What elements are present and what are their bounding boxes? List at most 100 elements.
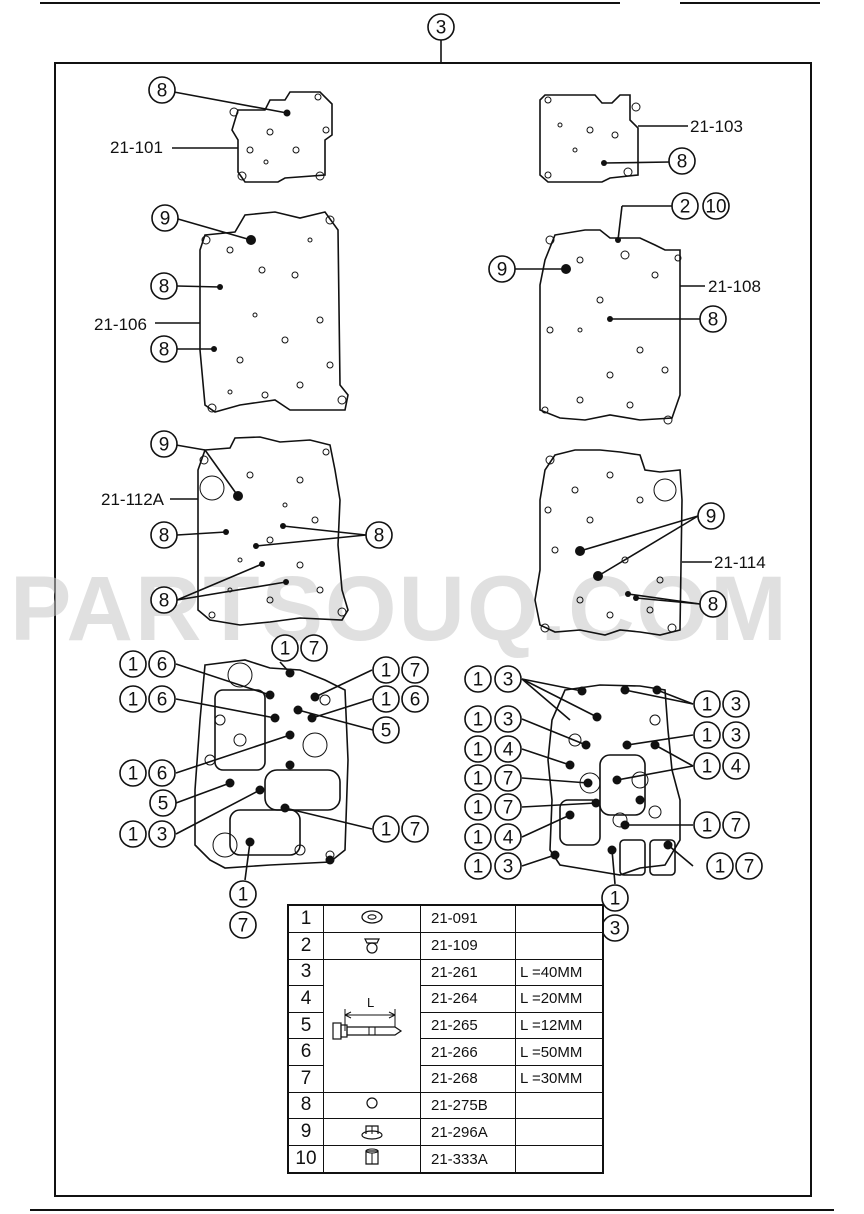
label-21-114: 21-114 bbox=[714, 553, 766, 572]
table-row: 6 21-266 L =50MM bbox=[287, 1038, 604, 1066]
svg-text:3: 3 bbox=[503, 710, 514, 731]
callout-1-7: 1 7 bbox=[667, 844, 763, 880]
callout-1-3: 1 3 bbox=[464, 665, 598, 721]
callout-1-4: 1 4 bbox=[464, 735, 571, 766]
callout-1-7: 1 7 bbox=[464, 764, 589, 792]
part-number: 21-265 bbox=[420, 1011, 516, 1040]
svg-text:3: 3 bbox=[503, 857, 514, 878]
callout-1-6: 1 6 bbox=[311, 685, 429, 719]
svg-text:2: 2 bbox=[680, 197, 691, 218]
svg-text:3: 3 bbox=[436, 18, 447, 39]
part-number: 21-266 bbox=[420, 1038, 516, 1066]
row-number: 2 bbox=[287, 931, 324, 960]
svg-text:3: 3 bbox=[731, 695, 742, 716]
row-number: 8 bbox=[287, 1091, 324, 1120]
svg-text:9: 9 bbox=[497, 260, 508, 281]
length-spec bbox=[515, 1145, 604, 1174]
parts-legend-table: 1 21-091 2 21-109 3 L bbox=[287, 904, 604, 1175]
part-number: 21-333A bbox=[420, 1145, 516, 1174]
label-21-103: 21-103 bbox=[690, 117, 743, 136]
length-spec bbox=[515, 1091, 604, 1120]
callout-1-6: 1 6 bbox=[119, 650, 271, 696]
label-21-106: 21-106 bbox=[94, 315, 147, 334]
length-spec: L =12MM bbox=[515, 1011, 604, 1040]
svg-text:7: 7 bbox=[410, 661, 421, 682]
row-number: 7 bbox=[287, 1064, 324, 1093]
row-number: 3 bbox=[287, 958, 324, 987]
svg-text:10: 10 bbox=[705, 197, 726, 218]
row-number: 9 bbox=[287, 1118, 324, 1147]
part-number: 21-261 bbox=[420, 958, 516, 987]
callout-9: 9 bbox=[579, 502, 725, 577]
svg-text:1: 1 bbox=[473, 670, 484, 691]
length-spec bbox=[515, 1118, 604, 1147]
svg-text:6: 6 bbox=[410, 690, 421, 711]
part-number: 21-275B bbox=[420, 1091, 516, 1120]
callout-1-6: 1 6 bbox=[119, 734, 291, 787]
svg-text:1: 1 bbox=[473, 710, 484, 731]
table-row: 3 L 21-261 L =40MM bbox=[287, 958, 604, 1093]
svg-text:8: 8 bbox=[708, 310, 719, 331]
svg-text:1: 1 bbox=[610, 889, 621, 910]
svg-text:1: 1 bbox=[280, 639, 291, 660]
length-spec: L =20MM bbox=[515, 985, 604, 1013]
hex-nut-icon bbox=[323, 1145, 421, 1174]
assembly-callout: 3 bbox=[427, 13, 455, 63]
callout-8: 8 bbox=[150, 335, 214, 363]
svg-text:9: 9 bbox=[706, 507, 717, 528]
callout-1-3: 1 3 bbox=[119, 789, 261, 848]
plate-21-108 bbox=[539, 229, 682, 425]
svg-text:8: 8 bbox=[157, 81, 168, 102]
svg-text:8: 8 bbox=[159, 591, 170, 612]
label-21-101: 21-101 bbox=[110, 138, 163, 157]
callout-9: 9 bbox=[488, 255, 566, 283]
svg-text:5: 5 bbox=[381, 721, 392, 742]
row-number: 1 bbox=[287, 904, 324, 933]
callout-1-4: 1 4 bbox=[464, 814, 571, 851]
svg-text:6: 6 bbox=[157, 690, 168, 711]
svg-text:7: 7 bbox=[238, 916, 249, 937]
callout-8: 8 bbox=[150, 563, 287, 614]
svg-text:8: 8 bbox=[677, 152, 688, 173]
svg-text:1: 1 bbox=[381, 820, 392, 841]
callout-9: 9 bbox=[150, 430, 239, 497]
svg-text:7: 7 bbox=[503, 769, 514, 790]
o-ring-icon bbox=[323, 904, 421, 933]
callout-5: 5 bbox=[297, 709, 400, 744]
table-row: 10 21-333A bbox=[287, 1145, 604, 1174]
svg-text:7: 7 bbox=[309, 639, 320, 660]
plate-21-103 bbox=[539, 94, 641, 183]
svg-text:9: 9 bbox=[160, 209, 171, 230]
valve-body-left bbox=[194, 659, 349, 869]
svg-text:1: 1 bbox=[473, 769, 484, 790]
callout-9: 9 bbox=[151, 204, 252, 241]
table-row: 4 21-264 L =20MM bbox=[287, 985, 604, 1013]
length-spec: L =30MM bbox=[515, 1064, 604, 1093]
callout-1-7: 1 7 bbox=[464, 793, 597, 821]
svg-text:7: 7 bbox=[731, 816, 742, 837]
part-number: 21-296A bbox=[420, 1118, 516, 1147]
watermark: PARTSOUQ.COM bbox=[10, 558, 789, 660]
check-ball-icon bbox=[323, 931, 421, 960]
table-row: 9 21-296A bbox=[287, 1118, 604, 1147]
svg-text:1: 1 bbox=[702, 757, 713, 778]
length-spec bbox=[515, 931, 604, 960]
row-number: 4 bbox=[287, 985, 324, 1013]
svg-text:8: 8 bbox=[159, 526, 170, 547]
callout-8: 8 bbox=[627, 590, 727, 618]
svg-text:4: 4 bbox=[503, 828, 514, 849]
callout-8: 8 bbox=[255, 521, 393, 549]
svg-text:3: 3 bbox=[610, 919, 621, 940]
valve-body-right bbox=[547, 684, 681, 876]
callout-8: 8 bbox=[150, 272, 221, 300]
length-spec: L =50MM bbox=[515, 1038, 604, 1066]
part-number: 21-091 bbox=[420, 904, 516, 933]
callout-2-10: 2 10 bbox=[617, 192, 730, 241]
svg-text:8: 8 bbox=[159, 277, 170, 298]
svg-text:4: 4 bbox=[731, 757, 742, 778]
bolt-icon: L bbox=[323, 958, 421, 1093]
callout-1-4: 1 4 bbox=[616, 744, 750, 781]
svg-text:7: 7 bbox=[503, 798, 514, 819]
flange-nut-icon bbox=[323, 1118, 421, 1147]
